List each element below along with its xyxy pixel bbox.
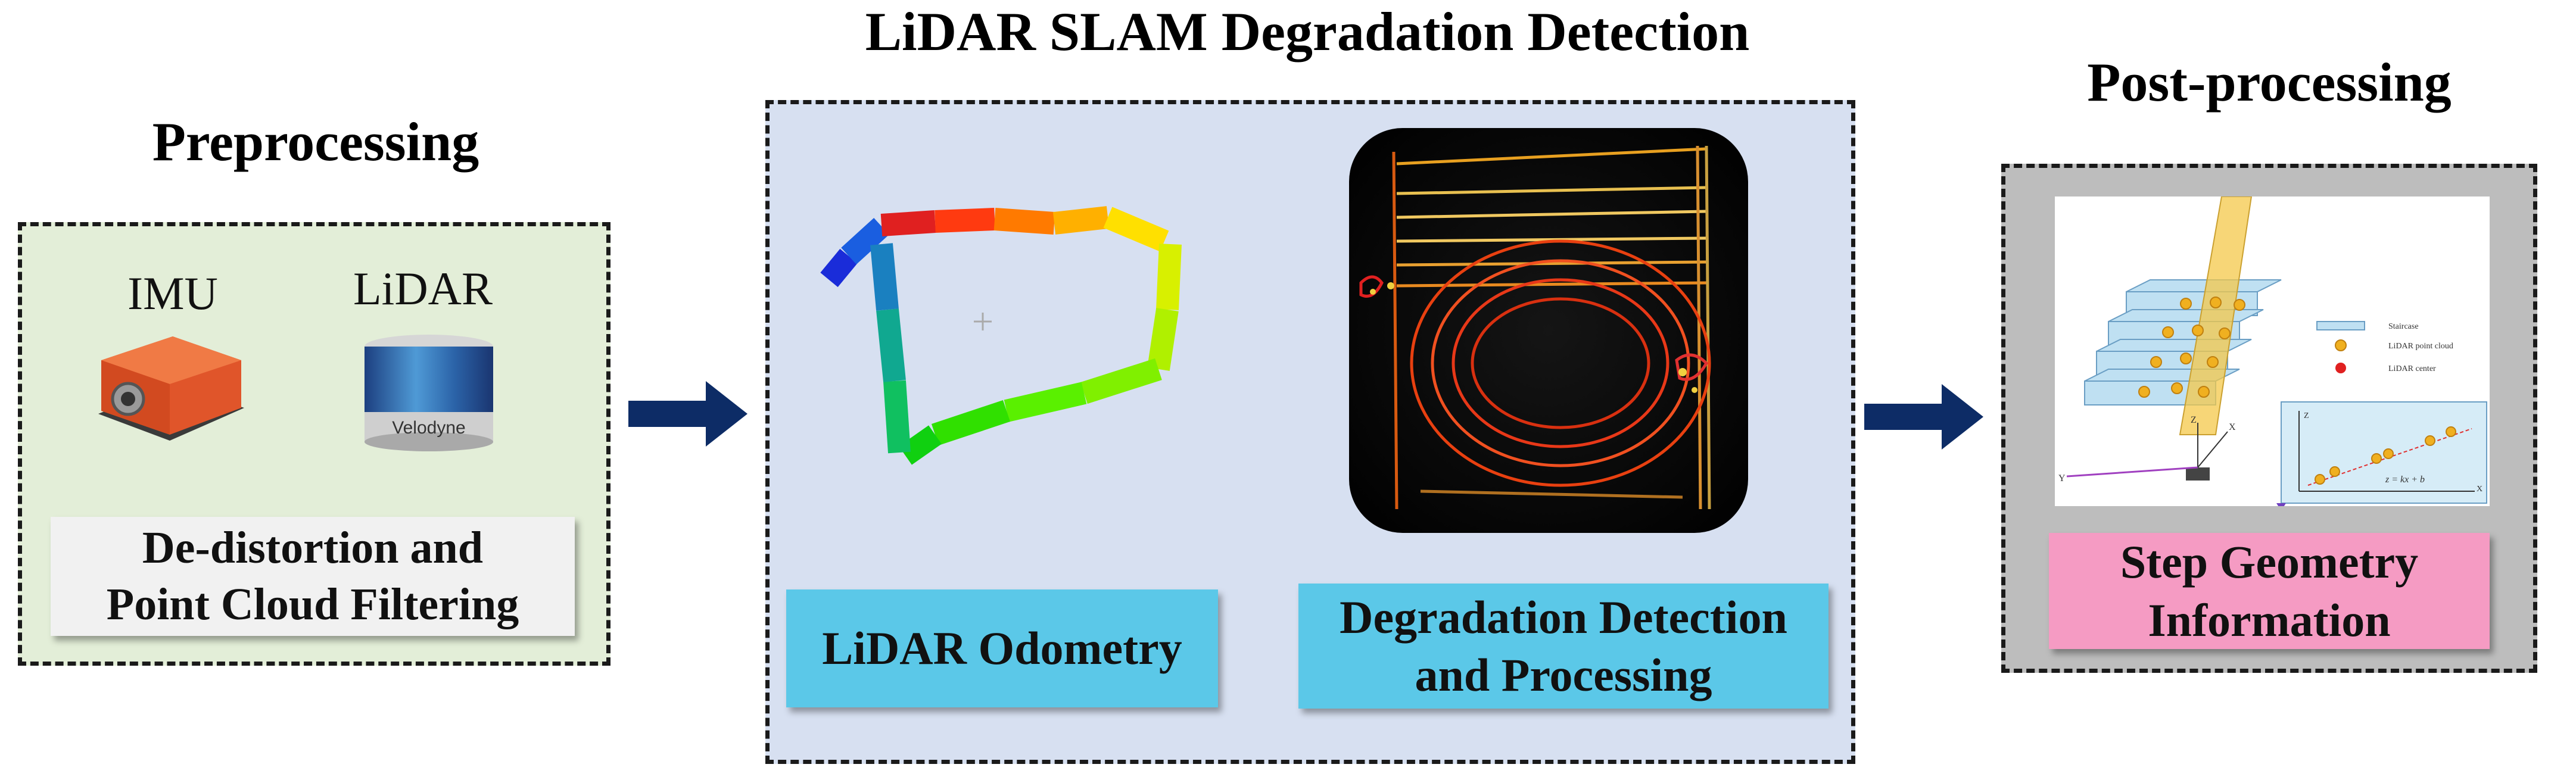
odometry-trajectory-icon bbox=[820, 206, 1182, 465]
lidar-brand-text: Velodyne bbox=[392, 418, 465, 438]
lidar-device-icon: Velodyne bbox=[365, 335, 493, 451]
dedistortion-box: De-distortion and Point Cloud Filtering bbox=[51, 517, 575, 636]
step-geometry-line-1: Step Geometry bbox=[2120, 536, 2419, 588]
staircase-schematic-icon: Z X Y Staircase LiDAR point cloud LiDAR … bbox=[2055, 196, 2490, 506]
point-cloud-map-icon bbox=[1349, 128, 1748, 533]
axis-y-text: Y bbox=[2058, 473, 2066, 483]
axis-x-text: X bbox=[2229, 422, 2236, 432]
inset-x-axis: X bbox=[2477, 485, 2482, 494]
dedistortion-line-2: Point Cloud Filtering bbox=[106, 579, 519, 629]
inset-z-axis: Z bbox=[2304, 411, 2309, 420]
degradation-line-1: Degradation Detection bbox=[1340, 591, 1787, 643]
legend-staircase: Staircase bbox=[2388, 322, 2419, 331]
slam-title: LiDAR SLAM Degradation Detection bbox=[865, 1, 1750, 62]
legend-point-cloud: LiDAR point cloud bbox=[2388, 342, 2453, 351]
axis-z-text: Z bbox=[2191, 415, 2197, 425]
lidar-label: LiDAR bbox=[353, 263, 493, 314]
imu-device-icon bbox=[98, 336, 244, 441]
postprocessing-title: Post-processing bbox=[2087, 52, 2452, 113]
inset-equation: z = kx + b bbox=[2385, 475, 2425, 485]
degradation-line-2: and Processing bbox=[1415, 649, 1712, 701]
preprocessing-title: Preprocessing bbox=[152, 111, 479, 172]
degradation-detection-box: Degradation Detection and Processing bbox=[1298, 584, 1829, 709]
arrow-right-icon bbox=[1864, 384, 1983, 450]
imu-label: IMU bbox=[127, 267, 218, 319]
legend-center: LiDAR center bbox=[2388, 364, 2436, 373]
step-geometry-line-2: Information bbox=[2148, 594, 2391, 646]
lidar-odometry-box: LiDAR Odometry bbox=[786, 589, 1218, 707]
lidar-odometry-label: LiDAR Odometry bbox=[822, 622, 1182, 675]
dedistortion-line-1: De-distortion and bbox=[142, 523, 484, 573]
arrow-right-icon bbox=[628, 381, 747, 447]
step-geometry-box: Step Geometry Information bbox=[2049, 533, 2490, 649]
